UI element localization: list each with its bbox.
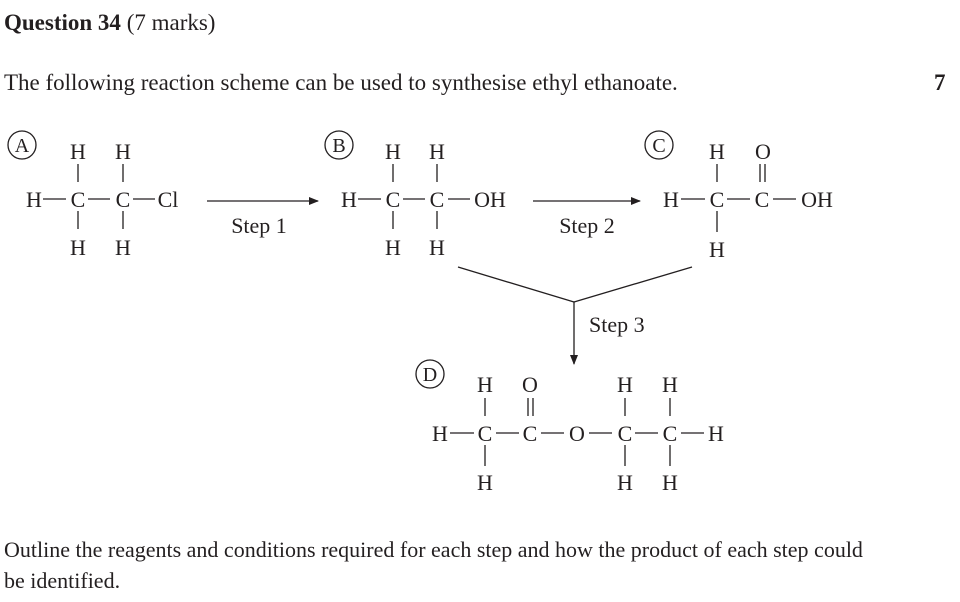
compound-label-d: D xyxy=(423,364,437,386)
question-number: Question 34 xyxy=(4,10,121,35)
atom-h: H xyxy=(709,237,725,262)
atom-o: O xyxy=(522,372,538,397)
step1-label: Step 1 xyxy=(231,213,287,238)
atom-c: C xyxy=(618,421,633,446)
compound-label-c: C xyxy=(652,135,665,157)
compound-c-bonds xyxy=(681,164,796,232)
step3-join-left xyxy=(457,266,575,303)
compound-b-bonds xyxy=(358,164,470,229)
compound-c: H O H C C OH H xyxy=(663,139,833,262)
atom-oh: OH xyxy=(474,187,506,212)
atom-h: H xyxy=(617,372,633,397)
atom-c: C xyxy=(663,421,678,446)
atom-o: O xyxy=(755,139,771,164)
step2-label: Step 2 xyxy=(559,213,615,238)
question-instruction: Outline the reagents and conditions requ… xyxy=(4,537,863,593)
label-circle-a xyxy=(7,130,37,160)
atom-h: H xyxy=(429,139,445,164)
atom-h: H xyxy=(26,187,42,212)
compound-d-bonds xyxy=(450,398,704,466)
atom-h: H xyxy=(385,139,401,164)
step3-label: Step 3 xyxy=(589,312,645,337)
atom-c: C xyxy=(523,421,538,446)
atom-cl: Cl xyxy=(158,187,179,212)
margin-marks: 7 xyxy=(934,70,946,95)
atom-c: C xyxy=(755,187,770,212)
label-circle-d xyxy=(415,359,445,389)
atom-h: H xyxy=(385,235,401,260)
compound-label-b: B xyxy=(332,135,345,157)
atom-oh: OH xyxy=(801,187,833,212)
compound-label-a: A xyxy=(15,135,30,157)
compound-a-bonds xyxy=(43,164,155,229)
atom-c: C xyxy=(478,421,493,446)
atom-h: H xyxy=(429,235,445,260)
atom-c: C xyxy=(430,187,445,212)
atom-h: H xyxy=(432,421,448,446)
compound-b: H H H C C OH H H xyxy=(341,139,506,260)
atom-h: H xyxy=(341,187,357,212)
atom-h: H xyxy=(663,187,679,212)
atom-c: C xyxy=(116,187,131,212)
compound-a: H H H C C Cl H H xyxy=(26,139,178,260)
atom-h: H xyxy=(617,470,633,495)
label-circle-c xyxy=(644,130,674,160)
label-circle-b xyxy=(324,130,354,160)
atom-h: H xyxy=(708,421,724,446)
compound-d: H O H H H C C O C C H H H H xyxy=(432,372,724,495)
question-intro: The following reaction scheme can be use… xyxy=(4,70,678,95)
atom-c: C xyxy=(71,187,86,212)
question-heading: Question 34 (7 marks) xyxy=(4,10,215,36)
atom-h: H xyxy=(115,139,131,164)
atom-h: H xyxy=(70,139,86,164)
atom-h: H xyxy=(662,372,678,397)
atom-h: H xyxy=(662,470,678,495)
atom-o: O xyxy=(569,421,585,446)
atom-h: H xyxy=(477,470,493,495)
atom-c: C xyxy=(386,187,401,212)
atom-h: H xyxy=(70,235,86,260)
atom-c: C xyxy=(710,187,725,212)
atom-h: H xyxy=(477,372,493,397)
atom-h: H xyxy=(709,139,725,164)
atom-h: H xyxy=(115,235,131,260)
step3-join-right xyxy=(573,266,693,303)
question-marks: (7 marks) xyxy=(126,10,216,35)
